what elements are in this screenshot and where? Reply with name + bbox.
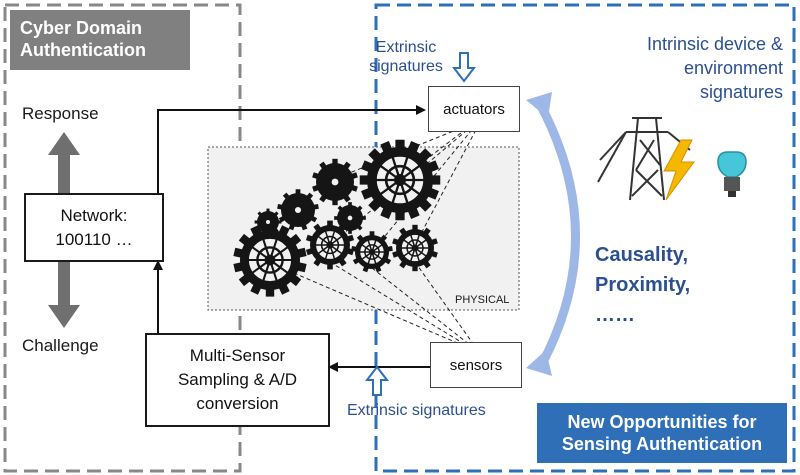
multi-sensor-box: Multi-Sensor Sampling & A/D conversion xyxy=(145,333,330,427)
power-tower-icon xyxy=(597,117,691,201)
gear xyxy=(305,220,355,270)
network-to-actuators-arrow xyxy=(157,105,426,193)
intrinsic-signatures-label: Intrinsic device & environment signature… xyxy=(646,34,783,102)
lightning-icon xyxy=(663,139,695,201)
gear xyxy=(392,224,438,272)
gear xyxy=(254,208,282,236)
extrinsic-top-arrow xyxy=(451,52,477,83)
extrinsic-bottom-arrow xyxy=(364,365,390,396)
sensors-box: sensors xyxy=(430,342,522,388)
gear xyxy=(359,139,441,221)
extrinsic-signatures-bottom: Extrinsic signatures xyxy=(347,402,486,419)
gear xyxy=(233,223,307,297)
physical-label: PHYSICAL xyxy=(455,294,510,306)
sensing-authentication-tag: New Opportunities for Sensing Authentica… xyxy=(537,403,787,463)
response-label: Response xyxy=(22,104,99,123)
gear xyxy=(277,189,319,231)
cyber-domain-tag: Cyber Domain Authentication xyxy=(10,10,190,70)
gear xyxy=(312,158,358,206)
challenge-label: Challenge xyxy=(22,336,99,355)
light-bulb-icon xyxy=(717,151,747,197)
actuators-box: actuators xyxy=(428,86,520,132)
gears-icon xyxy=(233,139,441,297)
causality-proximity-label: Causality, Proximity, …… xyxy=(595,244,691,326)
gear xyxy=(351,231,393,273)
extrinsic-signatures-top: Extrinsic signatures xyxy=(369,39,443,75)
network-box: Network: 100110 … xyxy=(24,193,164,262)
gear xyxy=(334,202,366,234)
feedback-curve-arrow xyxy=(526,92,580,376)
